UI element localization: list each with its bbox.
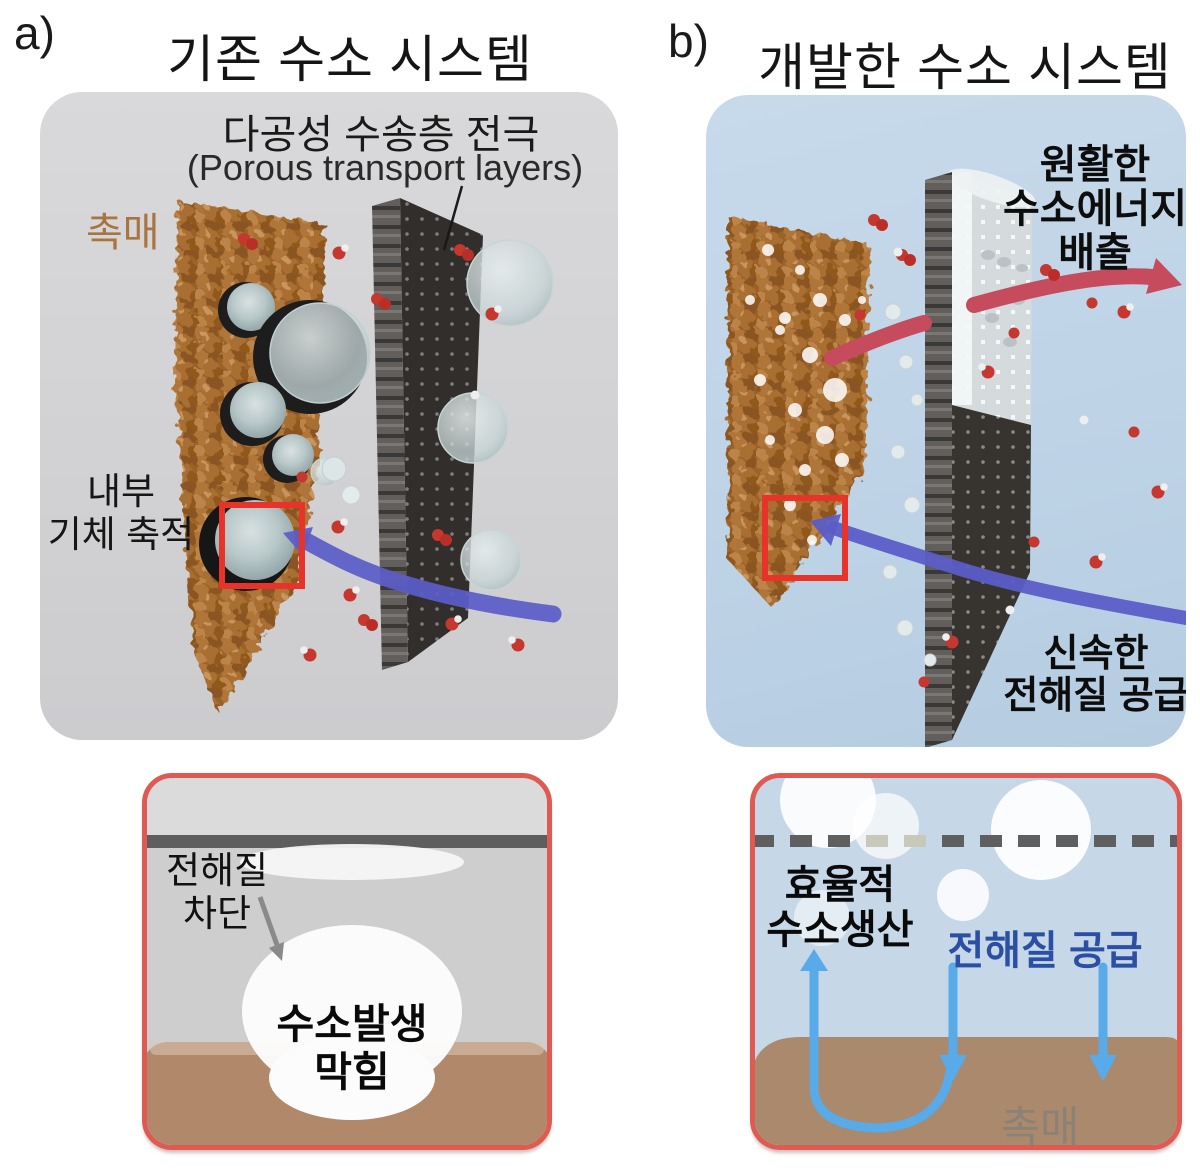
water-molecules bbox=[854, 214, 1168, 688]
floating-bubbles bbox=[882, 303, 937, 667]
catalyst-label: 촉매 bbox=[86, 211, 160, 255]
efficient-production-label: 효율적 수소생산 bbox=[755, 863, 930, 953]
electrode-bar bbox=[147, 835, 547, 848]
electrolyte-block-line2: 차단 bbox=[182, 893, 252, 934]
panel-b-scene: 원활한 수소에너지 배출 신속한 전해질 공급 bbox=[706, 95, 1186, 747]
catalyst-inset-label: 촉매 bbox=[1000, 1104, 1080, 1150]
gas-accumulation-line2: 기체 축적 bbox=[47, 514, 195, 555]
hydrogen-release-line2: 수소에너지 bbox=[1003, 187, 1186, 231]
inset-a-closeup: 전해질 차단 수소발생 막힘 bbox=[142, 773, 552, 1150]
electrolyte-supply-label: 신속한 전해질 공급 bbox=[978, 633, 1186, 717]
electrode-label-en: (Porous transport layers) bbox=[186, 147, 584, 188]
electrolyte-block-line1: 전해질 bbox=[165, 850, 269, 891]
electrolyte-block-label: 전해질 차단 bbox=[150, 849, 284, 935]
hydrogen-release-line3: 배출 bbox=[1058, 231, 1132, 275]
inset-a-graphics bbox=[147, 778, 547, 1145]
inset-b-closeup: 효율적 수소생산 전해질 공급 촉매 bbox=[750, 773, 1182, 1150]
electrolyte-supply-arrow bbox=[810, 514, 1186, 625]
panel-b-title: 개발한 수소 시스템 bbox=[758, 39, 1172, 96]
panel-a-scene: 다공성 수송층 전극 (Porous transport layers) 촉매 … bbox=[40, 92, 618, 740]
hydrogen-release-arrow bbox=[824, 258, 1182, 366]
panel-a-title: 기존 수소 시스템 bbox=[167, 31, 533, 88]
efficient-production-line1: 효율적 bbox=[784, 863, 896, 907]
hydrogen-release-label: 원활한 수소에너지 배출 bbox=[985, 143, 1186, 275]
panel-a-artwork bbox=[175, 185, 562, 712]
blocking-pointer-arrow bbox=[257, 896, 284, 961]
electrolyte-arrow bbox=[283, 527, 562, 623]
floating-bubbles bbox=[321, 239, 554, 591]
gas-bubbles bbox=[780, 778, 1091, 946]
electrolyte-supply-line2: 전해질 공급 bbox=[1003, 675, 1186, 717]
hydrogen-blocked-line2: 막힘 bbox=[314, 1049, 390, 1095]
red-highlight-box bbox=[219, 502, 305, 589]
gas-accumulation-line1: 내부 bbox=[86, 471, 156, 512]
electrolyte-supply-line1: 신속한 bbox=[1043, 633, 1149, 675]
plate-pores bbox=[981, 250, 1028, 347]
electrolyte-supply-inset-label: 전해질 공급 bbox=[947, 929, 1143, 973]
hydrogen-blocked-line1: 수소발생 bbox=[276, 1001, 428, 1047]
catalyst-layer bbox=[755, 1037, 1177, 1145]
inset-b-graphics bbox=[755, 778, 1177, 1145]
panel-b-artwork bbox=[727, 168, 1186, 747]
blocking-gas-bubble bbox=[242, 925, 462, 1120]
label-pointer-line bbox=[442, 185, 464, 251]
hydrogen-blocked-label: 수소발생 막힘 bbox=[247, 1000, 457, 1096]
electrode-label-ko: 다공성 수송층 전극 bbox=[222, 113, 540, 157]
panel-b-tag: b) bbox=[668, 15, 709, 67]
circulation-arrowheads bbox=[800, 949, 1117, 1081]
panel-a-tag: a) bbox=[14, 7, 55, 59]
red-highlight-box bbox=[762, 495, 848, 581]
hydrogen-release-line1: 원활한 bbox=[1039, 143, 1151, 187]
efficient-production-line2: 수소생산 bbox=[766, 908, 914, 952]
membrane-dashed-line bbox=[755, 835, 1177, 847]
circulation-arrows bbox=[809, 962, 1108, 1133]
flat-gas-film bbox=[240, 844, 464, 880]
water-molecules bbox=[238, 233, 525, 662]
gas-accumulation-label: 내부 기체 축적 bbox=[40, 470, 202, 556]
trapped-gas-bubbles bbox=[199, 282, 371, 591]
